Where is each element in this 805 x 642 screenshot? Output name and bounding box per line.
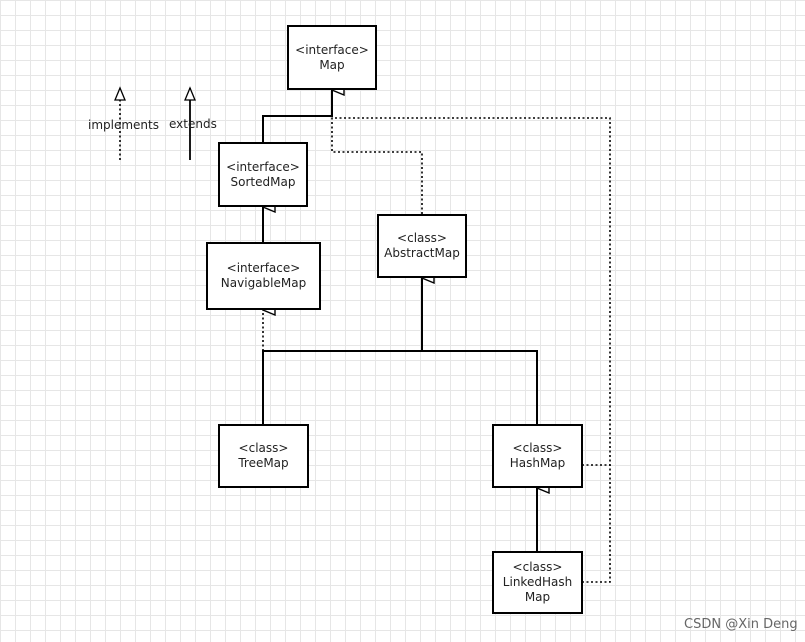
edge-abstractmap-implements-map — [331, 116, 423, 214]
edge-hashmap-implements-map — [332, 117, 611, 466]
node-map-stereotype: <interface> — [295, 42, 369, 57]
node-treemap[interactable]: <class> TreeMap — [218, 424, 309, 488]
node-abstractmap[interactable]: <class> AbstractMap — [377, 214, 467, 278]
node-sortedmap[interactable]: <interface> SortedMap — [218, 142, 308, 207]
legend-implements-label: implements — [88, 118, 159, 132]
node-navigablemap[interactable]: <interface> NavigableMap — [206, 242, 321, 310]
node-navigablemap-name: NavigableMap — [220, 276, 307, 290]
node-treemap-name: TreeMap — [238, 456, 289, 470]
edge-sortedmap-extends-map — [262, 90, 332, 142]
edge-linkedhashmap-implements-map — [582, 465, 611, 583]
node-linkedhashmap-stereotype: <class> — [512, 560, 563, 574]
node-linkedhashmap-name-line1: LinkedHash — [502, 575, 573, 589]
node-map[interactable]: <interface> Map — [287, 25, 377, 90]
node-sortedmap-name: SortedMap — [230, 174, 296, 189]
node-map-name: Map — [319, 57, 345, 72]
edge-treemap-extends-abstractmap — [262, 350, 422, 424]
node-linkedhashmap[interactable]: <class> LinkedHash Map — [492, 551, 583, 614]
node-abstractmap-stereotype: <class> — [397, 231, 447, 245]
node-abstractmap-name: AbstractMap — [384, 246, 460, 260]
edge-hashmap-extends-abstractmap — [422, 350, 538, 424]
node-hashmap[interactable]: <class> HashMap — [492, 424, 583, 488]
node-navigablemap-stereotype: <interface> — [226, 261, 301, 275]
node-linkedhashmap-name-line2: Map — [524, 590, 551, 604]
legend-implements-arrow — [114, 86, 126, 160]
legend-extends-arrow — [184, 86, 196, 160]
node-sortedmap-stereotype: <interface> — [226, 159, 300, 174]
watermark: CSDN @Xin Deng — [684, 617, 798, 632]
node-treemap-stereotype: <class> — [238, 441, 289, 455]
node-hashmap-name: HashMap — [509, 456, 566, 470]
node-hashmap-stereotype: <class> — [512, 441, 563, 455]
legend-extends-label: extends — [169, 117, 217, 131]
